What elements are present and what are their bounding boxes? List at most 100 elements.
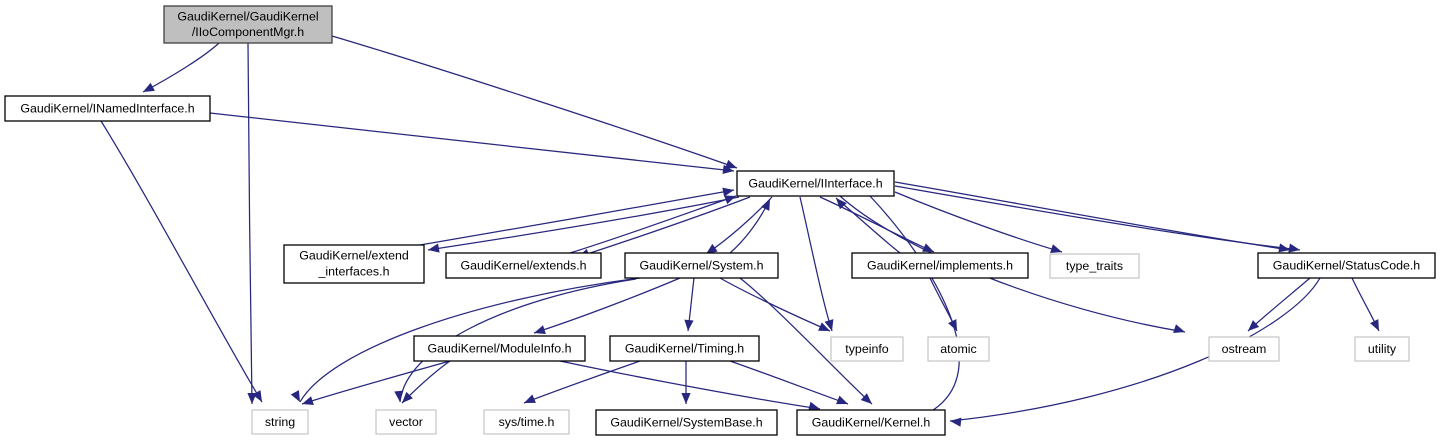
- dependency-edge: [209, 112, 735, 172]
- edge-arrowhead: [402, 391, 413, 403]
- dependency-edge: [799, 196, 833, 332]
- dependency-edge: [705, 196, 773, 255]
- node-label: GaudiKernel/extend: [299, 249, 409, 263]
- dependency-edge: [1247, 277, 1311, 332]
- node-box[interactable]: [1354, 336, 1410, 362]
- graph-node[interactable]: vector: [375, 409, 437, 435]
- edge-arrowhead: [1050, 244, 1062, 253]
- edge-arrowhead: [836, 395, 848, 405]
- graph-node[interactable]: GaudiKernel/ModuleInfo.h: [413, 335, 586, 362]
- node-label: GaudiKernel/GaudiKernel: [177, 9, 318, 23]
- node-box[interactable]: [1208, 336, 1280, 362]
- graph-node[interactable]: GaudiKernel/extends.h: [445, 252, 602, 279]
- edge-arrowhead: [252, 390, 262, 402]
- node-label: typeinfo: [845, 342, 889, 356]
- graph-node[interactable]: string: [251, 409, 309, 435]
- graph-node[interactable]: GaudiKernel/extend_interfaces.h: [283, 244, 425, 284]
- node-box[interactable]: [736, 170, 895, 197]
- edge-arrowhead: [808, 401, 820, 411]
- dependency-edge: [894, 185, 1301, 251]
- node-label: ostream: [1222, 342, 1267, 356]
- node-label: sys/time.h: [499, 415, 555, 429]
- node-label: type_traits: [1066, 259, 1123, 273]
- edge-arrowhead: [860, 393, 872, 404]
- graph-node[interactable]: GaudiKernel/Timing.h: [609, 335, 760, 362]
- edge-arrowhead: [722, 164, 734, 175]
- edge-arrowhead: [948, 319, 957, 331]
- dependency-edge: [559, 360, 821, 410]
- edge-arrowhead: [681, 393, 691, 404]
- node-box[interactable]: [830, 336, 904, 362]
- node-box[interactable]: [163, 5, 333, 44]
- node-label: GaudiKernel/IInterface.h: [748, 176, 882, 190]
- edge-arrowhead: [725, 159, 737, 169]
- node-box[interactable]: [4, 95, 211, 122]
- graph-node[interactable]: GaudiKernel/implements.h: [851, 252, 1029, 279]
- edge-arrowhead: [706, 243, 718, 254]
- edge-arrowhead: [950, 417, 962, 427]
- node-box[interactable]: [624, 252, 779, 279]
- edge-arrowhead: [724, 195, 736, 205]
- dependency-edge: [869, 195, 960, 413]
- graph-node[interactable]: GaudiKernel/SystemBase.h: [595, 409, 778, 436]
- edge-arrowhead: [1248, 320, 1260, 331]
- node-box[interactable]: [851, 252, 1029, 279]
- node-box[interactable]: [375, 409, 437, 435]
- graph-node[interactable]: atomic: [927, 336, 990, 362]
- node-label: string: [265, 415, 295, 429]
- node-label: GaudiKernel/StatusCode.h: [1273, 258, 1421, 272]
- dependency-edge: [739, 277, 873, 405]
- graph-node[interactable]: type_traits: [1049, 253, 1140, 279]
- graph-node[interactable]: typeinfo: [830, 336, 904, 362]
- node-label: atomic: [940, 342, 977, 356]
- graph-node[interactable]: sys/time.h: [483, 409, 570, 435]
- node-label: /IIoComponentMgr.h: [192, 25, 304, 39]
- edge-arrowhead: [722, 187, 734, 197]
- graph-node[interactable]: GaudiKernel/GaudiKernel/IIoComponentMgr.…: [163, 5, 333, 44]
- dependency-edge: [819, 196, 935, 253]
- node-box[interactable]: [796, 409, 946, 436]
- node-box[interactable]: [595, 409, 778, 436]
- node-label: GaudiKernel/Timing.h: [625, 341, 744, 355]
- edge-arrowhead: [1173, 324, 1185, 333]
- edge-arrowhead: [290, 390, 300, 402]
- graph-node[interactable]: ostream: [1208, 336, 1280, 362]
- graph-node[interactable]: GaudiKernel/INamedInterface.h: [4, 95, 211, 122]
- dependency-edge: [100, 120, 263, 403]
- node-box[interactable]: [445, 252, 602, 279]
- edge-arrowhead: [534, 325, 546, 334]
- node-box[interactable]: [483, 409, 570, 435]
- node-box[interactable]: [283, 244, 425, 284]
- dependency-edge: [247, 42, 253, 405]
- graph-node[interactable]: GaudiKernel/System.h: [624, 252, 779, 279]
- dependency-edge: [427, 196, 740, 251]
- edge-arrowhead: [836, 198, 847, 210]
- dependency-edge: [949, 277, 1321, 422]
- node-box[interactable]: [251, 409, 309, 435]
- graph-node[interactable]: utility: [1354, 336, 1410, 362]
- node-box[interactable]: [413, 335, 586, 362]
- graph-node[interactable]: GaudiKernel/StatusCode.h: [1257, 252, 1436, 279]
- dependency-edge: [299, 277, 641, 403]
- dependency-edge: [719, 277, 831, 332]
- edge-arrowhead: [302, 396, 314, 405]
- node-box[interactable]: [1049, 253, 1140, 279]
- dependency-edge: [894, 191, 1063, 253]
- node-box[interactable]: [609, 335, 760, 362]
- edge-arrowhead: [143, 82, 155, 92]
- node-label: utility: [1368, 342, 1397, 356]
- node-label: GaudiKernel/INamedInterface.h: [20, 101, 194, 115]
- node-box[interactable]: [1257, 252, 1436, 279]
- dependency-edge: [301, 360, 451, 405]
- edge-arrowhead: [428, 243, 440, 253]
- node-box[interactable]: [927, 336, 990, 362]
- dependency-edge: [569, 195, 737, 254]
- edge-arrowhead: [394, 390, 404, 402]
- graph-node[interactable]: GaudiKernel/Kernel.h: [796, 409, 946, 436]
- dependency-edge: [399, 278, 637, 403]
- dependency-edge: [533, 277, 681, 334]
- edge-arrowhead: [824, 319, 834, 331]
- node-label: GaudiKernel/Kernel.h: [812, 415, 931, 429]
- graph-node[interactable]: GaudiKernel/IInterface.h: [736, 170, 895, 197]
